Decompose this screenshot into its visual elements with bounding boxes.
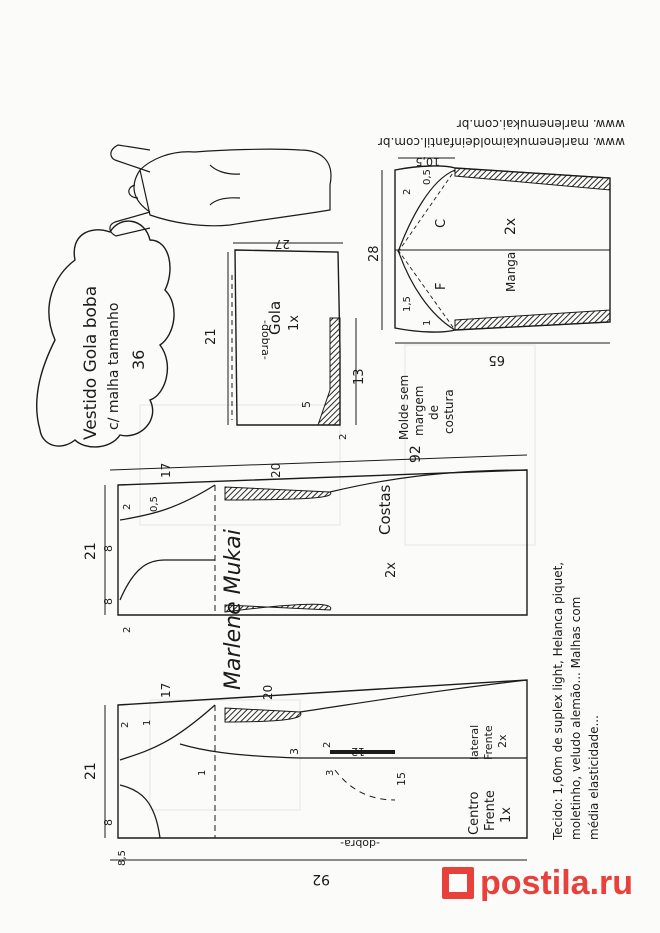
manga-count: 2x xyxy=(503,218,519,235)
title-line1: Vestido Gola boba xyxy=(81,286,101,440)
fabric-line3: média elasticidade... xyxy=(587,715,601,840)
website-text: www. marlenemukai.com.br www. marlenemuk… xyxy=(378,117,625,149)
piece-costas xyxy=(104,454,528,616)
no-seam-line2: margem xyxy=(412,386,426,436)
frente-dim-15: 15 xyxy=(395,772,408,786)
frente-dim-3b: 3 xyxy=(325,770,336,776)
gola-dim-5: 5 xyxy=(300,401,313,408)
frente-dim-2: 2 xyxy=(120,722,131,728)
title-line2: c/ malha tamanho xyxy=(106,303,122,430)
frente-dim-92: 92 xyxy=(312,871,330,887)
costas-dim-92: 92 xyxy=(408,445,424,463)
dress-sketch xyxy=(109,144,332,237)
manga-dim-15: 1,5 xyxy=(402,296,413,312)
gola-name: Gola xyxy=(266,301,284,335)
costas-dim-8a: 8 xyxy=(102,545,115,552)
frente-side-name2: Frente xyxy=(482,725,495,760)
gola-dim-w: 27 xyxy=(275,237,290,251)
piece-manga xyxy=(381,157,611,344)
fabric-line1: Tecido: 1,60m de suplex light, Helanca p… xyxy=(551,562,565,841)
title-cloud xyxy=(36,220,175,448)
manga-label-f: F xyxy=(434,283,449,290)
website-line1: www. marlenemukai.com.br xyxy=(457,117,625,131)
frente-dim-12: 12 xyxy=(351,745,365,758)
fabric-line2: moletinho, veludo alemão... Malhas com xyxy=(569,597,583,840)
frente-fold: -dobra- xyxy=(340,837,380,850)
costas-dim-20: 20 xyxy=(269,463,283,478)
manga-dim-h: 28 xyxy=(367,245,382,262)
frente-dim-85: 8,5 xyxy=(117,850,128,866)
costas-dim-05: 0,5 xyxy=(149,496,160,512)
fabric-note: Tecido: 1,60m de suplex light, Helanca p… xyxy=(551,562,601,841)
gola-dim-side: 13 xyxy=(352,368,367,385)
website-line2: www. marlenemukaimoldeinfantil.com.br xyxy=(378,135,625,149)
costas-count: 2x xyxy=(384,562,399,578)
costas-dim-2: 2 xyxy=(122,504,133,510)
no-seam-line4: costura xyxy=(442,389,456,434)
costas-dim-21: 21 xyxy=(83,542,99,560)
frente-dim-1b: 1 xyxy=(197,770,208,776)
manga-dim-top: 10,5 xyxy=(416,155,441,168)
bleed-through xyxy=(139,344,536,811)
title-text: Vestido Gola boba c/ malha tamanho 36 xyxy=(81,286,148,440)
no-seam-line1: Molde sem xyxy=(397,375,411,440)
watermark-logo-icon xyxy=(442,867,474,899)
costas-dim-17: 17 xyxy=(159,463,173,478)
costas-dim-2b: 2 xyxy=(122,627,133,633)
manga-label-c: C xyxy=(434,219,449,228)
frente-dim-20: 20 xyxy=(261,685,275,700)
frente-center-name2: Frente xyxy=(483,790,498,831)
frente-dim-17: 17 xyxy=(159,683,173,698)
frente-center-name: Centro xyxy=(467,792,482,835)
frente-dim-3: 3 xyxy=(288,748,301,755)
gola-count: 1x xyxy=(287,315,302,331)
signature: Marlene Mukai xyxy=(221,529,246,690)
manga-dim-w: 65 xyxy=(488,352,505,367)
frente-side-count: 2x xyxy=(496,734,509,748)
manga-dim-05: 0,5 xyxy=(422,169,433,185)
no-seam-line3: de xyxy=(427,405,441,420)
watermark: postila.ru xyxy=(442,852,652,914)
costas-dim-8b: 8 xyxy=(102,598,115,605)
frente-dim-21: 21 xyxy=(83,762,99,780)
gola-dim-2: 2 xyxy=(338,434,349,440)
piece-gola xyxy=(227,242,357,426)
manga-dim-2: 2 xyxy=(402,189,413,195)
costas-name: Costas xyxy=(376,484,394,535)
no-seam-note: Molde sem margem de costura xyxy=(397,375,456,440)
piece-frente xyxy=(104,679,528,861)
manga-dim-1: 1 xyxy=(422,320,433,326)
frente-dim-1: 1 xyxy=(142,720,153,726)
gola-dim-h: 21 xyxy=(204,328,219,345)
frente-dim-8: 8 xyxy=(102,819,115,826)
title-size: 36 xyxy=(129,350,148,370)
frente-dim-2c: 2 xyxy=(322,742,333,748)
manga-name: Manga xyxy=(504,252,518,292)
watermark-text: postila.ru xyxy=(480,863,634,902)
gola-fold: -dobra- xyxy=(259,320,272,360)
frente-center-count: 1x xyxy=(499,807,514,823)
frente-side-name: lateral xyxy=(468,725,481,760)
